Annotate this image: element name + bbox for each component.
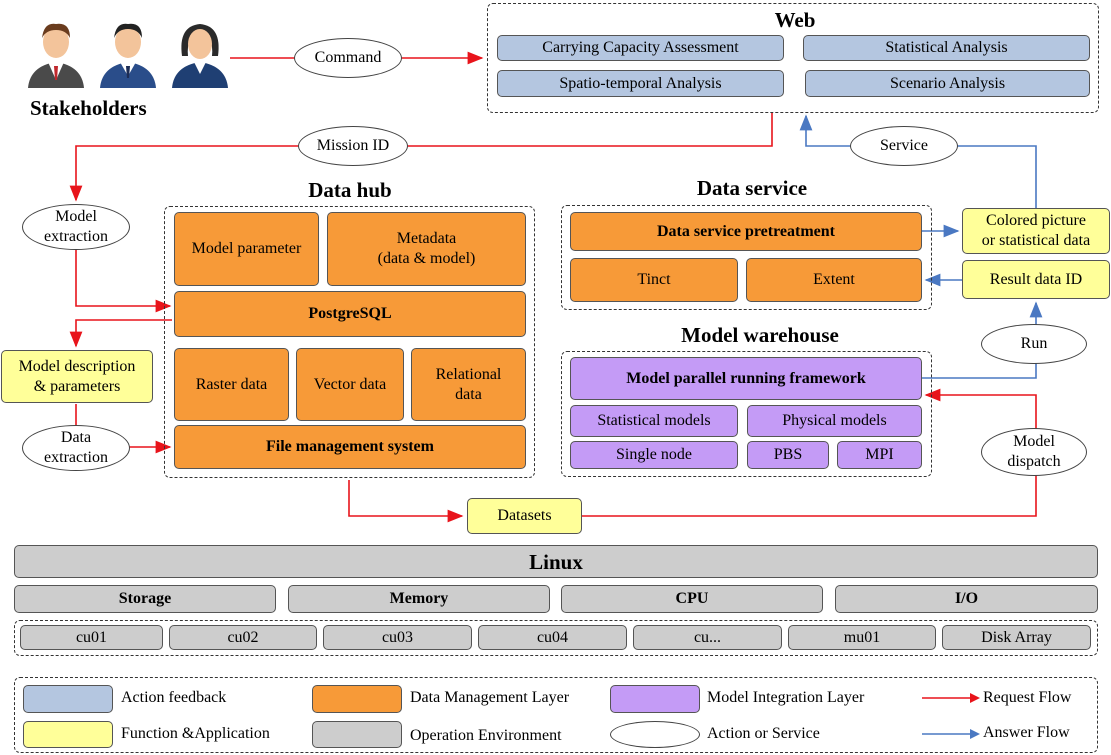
datasets-box: Datasets: [467, 498, 582, 534]
model-parameter-box: Model parameter: [174, 212, 319, 286]
legend-request-flow-arrow: [922, 693, 980, 703]
node-cu02: cu02: [169, 625, 317, 650]
relational-line1: Relational: [435, 365, 502, 383]
run-oval: Run: [981, 324, 1087, 364]
web-item-statistical-analysis: Statistical Analysis: [803, 35, 1090, 61]
metadata-line1: Metadata: [396, 230, 457, 247]
web-item-carrying-capacity: Carrying Capacity Assessment: [497, 35, 784, 61]
result-data-id-box: Result data ID: [962, 260, 1110, 299]
parallel-framework-box: Model parallel running framework: [570, 357, 922, 400]
node-disk-array: Disk Array: [942, 625, 1091, 650]
resource-memory: Memory: [288, 585, 550, 613]
model-description-line1: Model description: [18, 357, 136, 375]
colored-picture-line2: or statistical data: [981, 232, 1091, 249]
legend-label-answer-flow: Answer Flow: [983, 724, 1070, 741]
web-group: [487, 3, 1099, 113]
web-item-scenario-analysis: Scenario Analysis: [805, 70, 1090, 97]
legend-label-data-management: Data Management Layer: [410, 689, 570, 706]
legend-label-action-service: Action or Service: [707, 725, 820, 742]
node-cu01: cu01: [20, 625, 163, 650]
legend-label-action-feedback: Action feedback: [121, 689, 227, 706]
request-flow-mission-id: [69, 113, 773, 202]
legend-swatch-action-service: [610, 721, 700, 748]
colored-picture-box: Colored picture or statistical data: [962, 208, 1110, 254]
pretreatment-box: Data service pretreatment: [570, 212, 922, 251]
model-extraction-line1: Model: [55, 208, 97, 225]
dataservice-title: Data service: [696, 176, 808, 200]
node-cu03: cu03: [323, 625, 472, 650]
metadata-line2: (data & model): [377, 250, 476, 267]
relational-data-box: Relational data: [411, 348, 526, 421]
postgresql-box: PostgreSQL: [174, 291, 526, 337]
stakeholders-label: Stakeholders: [30, 96, 147, 120]
tinct-box: Tinct: [570, 258, 738, 302]
model-dispatch-line1: Model: [1013, 433, 1055, 450]
raster-data-box: Raster data: [174, 348, 289, 421]
data-extraction-line1: Data: [60, 429, 92, 446]
legend-label-model-integration: Model Integration Layer: [707, 689, 865, 706]
legend-label-request-flow: Request Flow: [983, 689, 1072, 706]
model-description-line2: & parameters: [33, 377, 121, 395]
datahub-group: [164, 206, 535, 478]
command-oval: Command: [294, 38, 402, 78]
relational-line2: data: [455, 385, 482, 403]
request-flow-model-extraction: [75, 246, 172, 313]
model-description-box: Model description & parameters: [1, 350, 153, 403]
pbs-box: PBS: [747, 441, 829, 469]
web-title: Web: [774, 8, 816, 32]
datahub-title: Data hub: [308, 178, 392, 202]
nodes-group: [14, 620, 1098, 656]
statistical-models-box: Statistical models: [570, 405, 738, 437]
model-extraction-line2: extraction: [44, 228, 108, 245]
legend-label-function-application: Function &Application: [121, 725, 270, 742]
single-node-box: Single node: [570, 441, 738, 469]
web-item-spatio-temporal: Spatio-temporal Analysis: [497, 70, 784, 97]
model-dispatch-line2: dispatch: [1007, 453, 1061, 470]
colored-picture-line1: Colored picture: [986, 212, 1086, 229]
stakeholders-icon: [28, 23, 228, 88]
request-flow-datasets: [348, 480, 464, 523]
resource-io: I/O: [835, 585, 1098, 613]
resource-storage: Storage: [14, 585, 276, 613]
service-oval: Service: [850, 126, 958, 166]
legend-swatch-function-application: [23, 721, 113, 748]
node-mu01: mu01: [788, 625, 936, 650]
mpi-box: MPI: [837, 441, 922, 469]
physical-models-box: Physical models: [747, 405, 922, 437]
file-management-box: File management system: [174, 425, 526, 469]
extent-box: Extent: [746, 258, 922, 302]
resource-cpu: CPU: [561, 585, 823, 613]
legend-answer-flow-arrow: [922, 729, 980, 739]
data-extraction-line2: extraction: [44, 449, 108, 466]
model-dispatch-oval: Model dispatch: [981, 428, 1087, 476]
model-extraction-oval: Model extraction: [22, 204, 130, 250]
linux-bar: Linux: [14, 545, 1098, 578]
node-cu-more: cu...: [633, 625, 782, 650]
metadata-box: Metadata (data & model): [327, 212, 526, 286]
dataservice-group: [561, 205, 932, 310]
data-extraction-oval: Data extraction: [22, 425, 130, 471]
mission-id-oval: Mission ID: [298, 126, 408, 166]
request-flow-model-description: [69, 319, 172, 348]
legend-swatch-data-management: [312, 685, 402, 713]
warehouse-group: [561, 351, 932, 477]
vector-data-box: Vector data: [296, 348, 404, 421]
legend-swatch-model-integration: [610, 685, 700, 713]
legend-swatch-operation-environment: [312, 721, 402, 748]
legend: [14, 677, 1098, 753]
warehouse-title: Model warehouse: [681, 323, 839, 347]
legend-label-operation-environment: Operation Environment: [410, 727, 562, 744]
node-cu04: cu04: [478, 625, 627, 650]
legend-swatch-action-feedback: [23, 685, 113, 713]
